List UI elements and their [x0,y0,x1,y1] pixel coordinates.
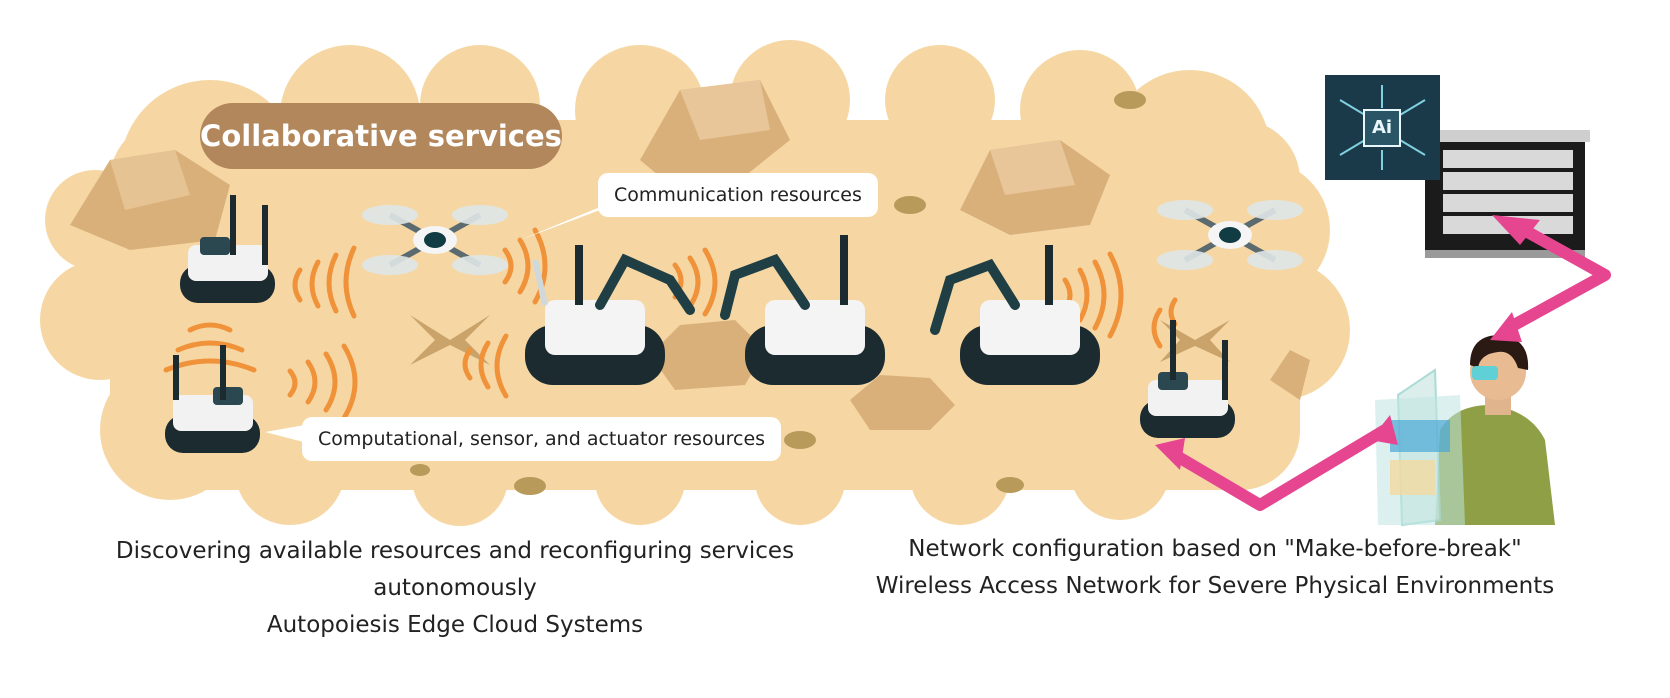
link-arrow-heads [1155,215,1540,470]
link-arrow-icon [1171,219,1611,511]
left-caption-line-2: autonomously [373,575,537,601]
left-caption-line-1: Discovering available resources and reco… [115,538,795,564]
terrain-pebbles [410,91,1146,495]
ai-chip-icon [1325,75,1440,180]
operator-icon [1375,335,1555,527]
robot-arm-icon [525,235,1100,385]
rover-icon [165,195,1235,453]
ai-chip-label: Ai [1371,117,1393,138]
computational-resources-label: Computational, sensor, and actuator reso… [302,417,782,461]
collaborative-services-badge: Collaborative services [200,103,562,169]
rock-formations [70,80,1310,430]
left-caption-line-3: Autopoiesis Edge Cloud Systems [266,612,644,638]
right-caption-line-1: Network configuration based on "Make-bef… [908,536,1522,562]
server-rack-icon [1425,130,1590,258]
right-caption: Network configuration based on "Make-bef… [865,531,1565,605]
left-caption: Discovering available resources and reco… [70,533,840,644]
right-caption-line-2: Wireless Access Network for Severe Physi… [875,573,1555,599]
drone-icon [362,200,1303,275]
communication-resources-label: Communication resources [598,173,878,217]
